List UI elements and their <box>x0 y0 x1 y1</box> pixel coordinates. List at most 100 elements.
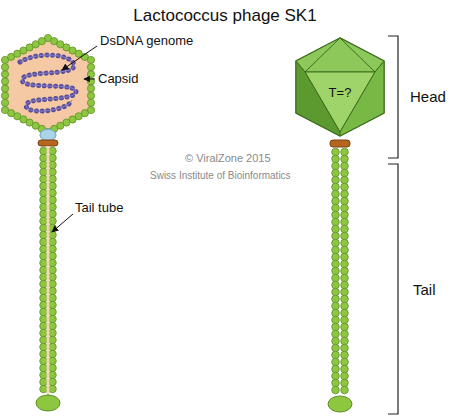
tail-bead <box>332 337 340 345</box>
tail-bead <box>341 288 349 296</box>
tail-bead <box>40 364 48 372</box>
tail-bead <box>341 148 349 156</box>
tail-bead <box>49 364 57 372</box>
tail-bead <box>332 344 340 352</box>
tail-bead <box>332 316 340 324</box>
tail-bead <box>49 301 57 309</box>
tail-bead <box>49 343 57 351</box>
tail-bead <box>49 182 57 190</box>
symmetry-label: T=? <box>329 86 352 100</box>
tail-bead <box>332 281 340 289</box>
tail-bead <box>49 231 57 239</box>
tail-bead <box>40 147 48 155</box>
tail-bead <box>341 323 349 331</box>
tail-bead <box>40 385 48 393</box>
tail-bead <box>49 189 57 197</box>
tail-bead <box>341 218 349 226</box>
tail-bead <box>332 386 340 394</box>
tail-bead <box>40 210 48 218</box>
tail-bead <box>49 350 57 358</box>
tail-bead <box>49 238 57 246</box>
facet <box>296 38 384 72</box>
dsdna-genome <box>20 55 76 111</box>
watermark: © ViralZone 2015 <box>185 152 271 164</box>
tail-bead <box>40 315 48 323</box>
tail-bead <box>49 168 57 176</box>
tail-bead <box>49 378 57 386</box>
baseplate <box>36 395 60 411</box>
tail-bead <box>49 210 57 218</box>
leader-line <box>62 46 97 70</box>
tail-bead <box>332 148 340 156</box>
head-bracket <box>388 36 398 158</box>
tail-bead <box>332 365 340 373</box>
tail-bead <box>49 322 57 330</box>
tail-bead <box>49 147 57 155</box>
tail-bead <box>341 281 349 289</box>
leader-line <box>84 79 95 80</box>
tail-bead <box>40 161 48 169</box>
capsid-bead <box>1 99 8 106</box>
tail-bead <box>332 358 340 366</box>
tail-bead <box>40 154 48 162</box>
tail-bead <box>49 175 57 183</box>
title: Lactococcus phage SK1 <box>0 7 450 26</box>
tail-bead <box>40 266 48 274</box>
tail-bead <box>332 169 340 177</box>
tail-bead <box>341 379 349 387</box>
capsid-bead <box>1 78 8 85</box>
tail-bead <box>332 211 340 219</box>
tail-bead <box>341 386 349 394</box>
tail-bead <box>332 155 340 163</box>
tail-bead <box>49 294 57 302</box>
tail-bead <box>40 168 48 176</box>
capsid-bead <box>1 92 8 99</box>
tail-bead <box>332 225 340 233</box>
icosahedron <box>296 38 384 136</box>
part-label: Capsid <box>98 72 138 86</box>
tail-bead <box>341 155 349 163</box>
tail-bead <box>341 162 349 170</box>
tail-bead <box>49 315 57 323</box>
tail-bead <box>332 253 340 261</box>
tail-bead <box>332 351 340 359</box>
tail-beads <box>332 148 349 394</box>
tail-bead <box>332 309 340 317</box>
tail-bead <box>341 232 349 240</box>
tail-bead <box>341 190 349 198</box>
tail-tube-lumen <box>47 146 50 396</box>
collar <box>330 140 350 147</box>
tail-bead <box>332 197 340 205</box>
tail-bead <box>341 176 349 184</box>
capsid-bead <box>1 85 8 92</box>
tail-bead <box>341 183 349 191</box>
leader-line <box>52 214 73 232</box>
tail-bead <box>40 231 48 239</box>
dsdna-strand <box>20 55 76 111</box>
portal <box>40 129 56 141</box>
tail-bead <box>40 175 48 183</box>
tail-bracket <box>388 164 398 414</box>
capsid-bead <box>38 38 45 45</box>
tail-bead <box>341 309 349 317</box>
tail-bead <box>49 273 57 281</box>
tail-bead <box>40 329 48 337</box>
tail-bead <box>332 295 340 303</box>
tail-bead <box>332 204 340 212</box>
tail-bead <box>341 337 349 345</box>
tail-bead <box>49 217 57 225</box>
tail-bead <box>49 371 57 379</box>
tail-bead <box>40 280 48 288</box>
watermark: Swiss Institute of Bioinformatics <box>150 170 291 181</box>
tail-bead <box>40 357 48 365</box>
tail-bead <box>341 225 349 233</box>
baseplate <box>328 396 352 412</box>
tail-bead <box>332 176 340 184</box>
tail-bead <box>341 211 349 219</box>
tail-bead <box>40 322 48 330</box>
capsid-bead <box>1 106 8 113</box>
tail-bead <box>49 329 57 337</box>
tail-bead <box>341 372 349 380</box>
capsid-fill <box>5 38 91 132</box>
tail-bead <box>332 372 340 380</box>
